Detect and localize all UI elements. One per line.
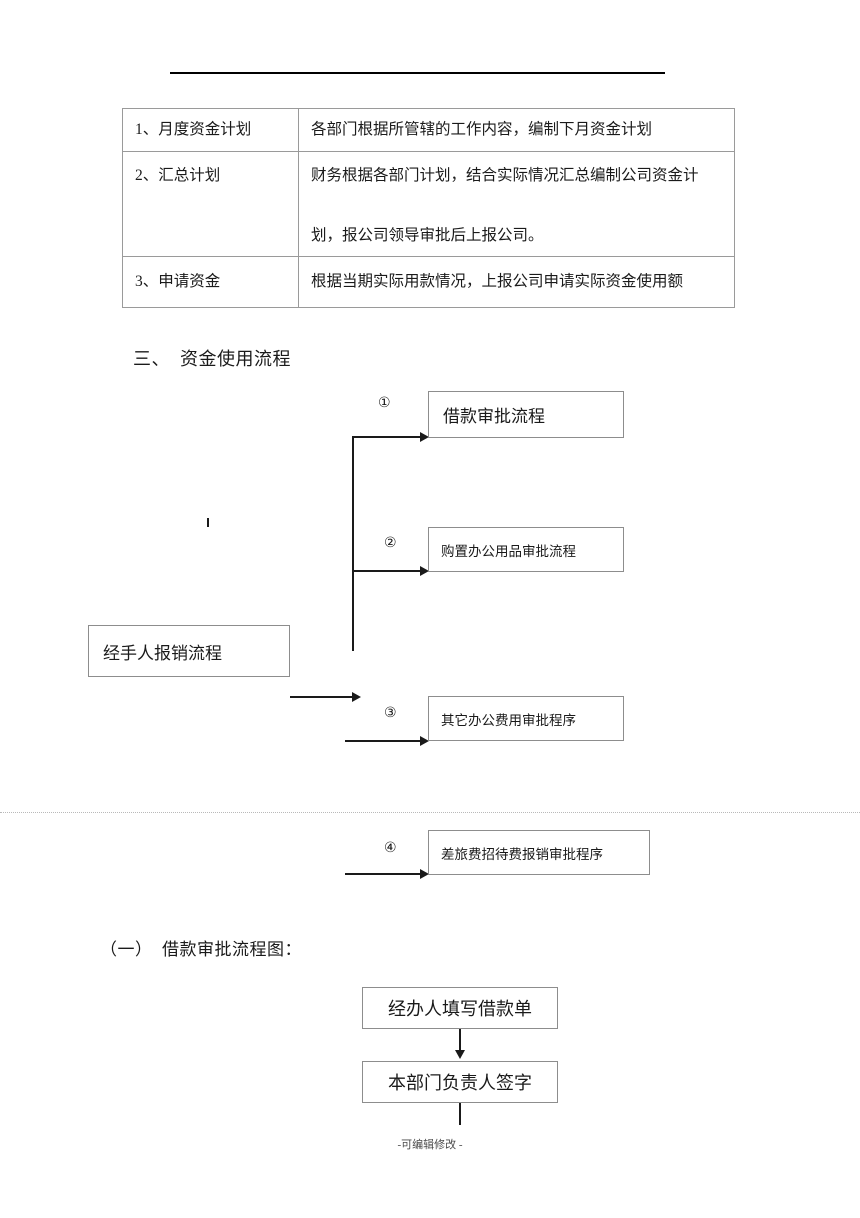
flow-box-source: 经手人报销流程: [88, 625, 290, 677]
connector-loan-tail: [459, 1103, 461, 1125]
table-cell-desc: 各部门根据所管辖的工作内容，编制下月资金计划: [298, 108, 735, 152]
arrowhead-icon: [420, 432, 429, 442]
connector-branch-2: [352, 570, 426, 572]
branch-number-2: ②: [384, 535, 397, 551]
loan-flow-step-1-label: 经办人填写借款单: [388, 999, 532, 1019]
flow-box-branch-2-label: 购置办公用品审批流程: [441, 543, 576, 559]
footer-note: -可编辑修改 -: [397, 1139, 463, 1151]
funds-plan-table: 1、月度资金计划 各部门根据所管辖的工作内容，编制下月资金计划 2、汇总计划 财…: [122, 108, 735, 308]
arrowhead-down-icon: [455, 1050, 465, 1059]
connector-branch-1: [352, 436, 426, 438]
table-row: 2、汇总计划 财务根据各部门计划，结合实际情况汇总编制公司资金计 划，报公司领导…: [122, 151, 735, 257]
arrowhead-icon: [420, 869, 429, 879]
branch-number-4: ④: [384, 840, 397, 856]
top-horizontal-rule: [170, 72, 665, 74]
table-row: 1、月度资金计划 各部门根据所管辖的工作内容，编制下月资金计划: [122, 108, 735, 152]
desc-line: 财务根据各部门计划，结合实际情况汇总编制公司资金计: [311, 167, 699, 184]
desc-line: 各部门根据所管辖的工作内容，编制下月资金计划: [311, 120, 653, 138]
section-heading-3: 三、 资金使用流程: [133, 349, 291, 369]
flow-box-branch-1-label: 借款审批流程: [443, 407, 545, 426]
branch-number-1: ①: [378, 395, 391, 411]
table-cell-label: 2、汇总计划: [122, 151, 299, 257]
connector-source-out: [290, 696, 358, 698]
desc-line: 划，报公司领导审批后上报公司。: [311, 227, 544, 245]
table-row: 3、申请资金 根据当期实际用款情况，上报公司申请实际资金使用额: [122, 256, 735, 308]
page-break-divider: [0, 812, 860, 813]
connector-loan-vertical: [459, 1029, 461, 1053]
arrowhead-icon: [420, 566, 429, 576]
table-cell-label: 3、申请资金: [122, 256, 299, 308]
flow-box-branch-2: 购置办公用品审批流程: [428, 527, 624, 572]
flow-box-branch-3-label: 其它办公费用审批程序: [441, 712, 576, 728]
arrowhead-icon: [352, 692, 361, 702]
table-cell-desc: 根据当期实际用款情况，上报公司申请实际资金使用额: [298, 256, 735, 308]
arrowhead-icon: [420, 736, 429, 746]
loan-flow-step-2-label: 本部门负责人签字: [388, 1073, 532, 1093]
flow-box-branch-4-label: 差旅费招待费报销审批程序: [441, 846, 603, 862]
connector-branch-3: [345, 740, 426, 742]
branch-number-3: ③: [384, 705, 397, 721]
subsection-heading-1: （一） 借款审批流程图：: [100, 940, 302, 959]
table-cell-label: 1、月度资金计划: [122, 108, 299, 152]
stray-mark: [207, 518, 209, 527]
loan-flow-step-2: 本部门负责人签字: [362, 1061, 558, 1103]
flow-box-branch-4: 差旅费招待费报销审批程序: [428, 830, 650, 875]
flow-box-branch-3: 其它办公费用审批程序: [428, 696, 624, 741]
table-cell-desc: 财务根据各部门计划，结合实际情况汇总编制公司资金计 划，报公司领导审批后上报公司…: [298, 151, 735, 257]
flow-box-source-label: 经手人报销流程: [103, 643, 222, 663]
connector-branch-4: [345, 873, 426, 875]
connector-trunk-vertical: [352, 437, 354, 651]
flow-box-branch-1: 借款审批流程: [428, 391, 624, 438]
loan-flow-step-1: 经办人填写借款单: [362, 987, 558, 1029]
desc-line: 根据当期实际用款情况，上报公司申请实际资金使用额: [311, 272, 684, 290]
